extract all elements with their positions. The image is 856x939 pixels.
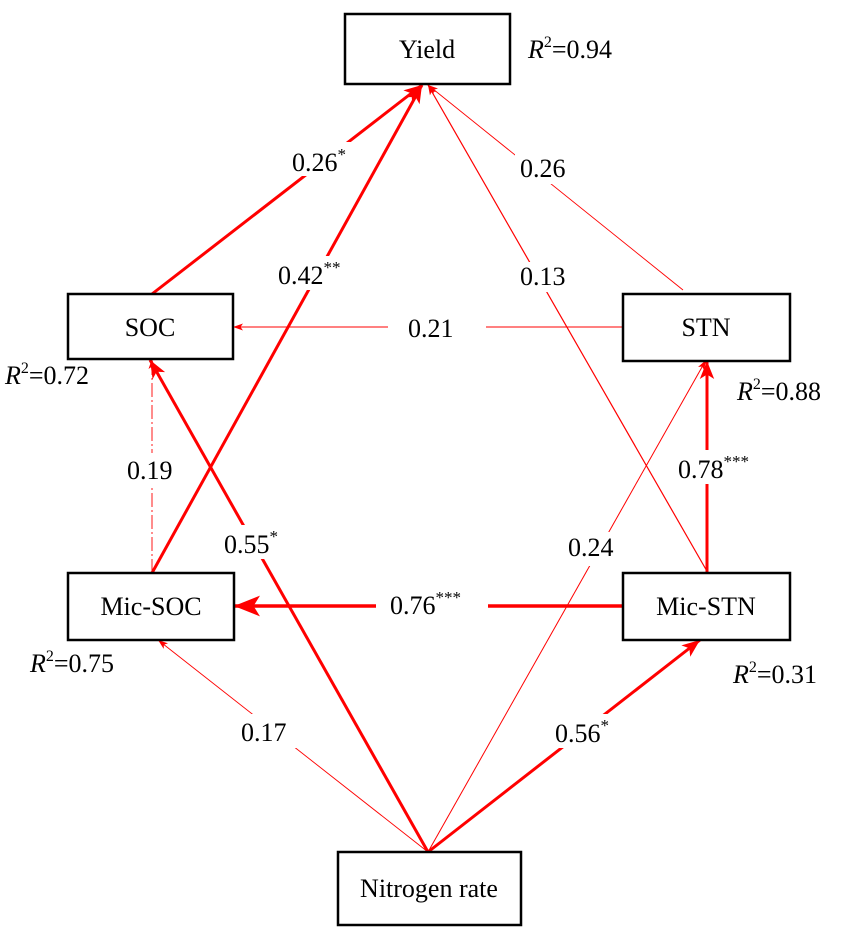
- r2-mic-soc: R2=0.75: [29, 648, 114, 678]
- node-label-nitrogen-rate: Nitrogen rate: [360, 874, 498, 903]
- arrow-micsoc-to-yield: [150, 84, 424, 574]
- coef-micsoc-soc: 0.19: [127, 456, 173, 485]
- arrow-soc-to-yield: [151, 83, 423, 296]
- node-mic-soc: Mic-SOC: [66, 571, 236, 642]
- node-mic-stn: Mic-STN: [621, 571, 792, 642]
- coef-micstn-micsoc: 0.76***: [390, 588, 461, 620]
- coef-nrate-micsoc: 0.17: [241, 718, 287, 747]
- node-label-stn: STN: [681, 313, 730, 342]
- arrow-micstn-to-yield: [427, 84, 709, 574]
- r2-mic-stn: R2=0.31: [732, 659, 817, 689]
- node-label-mic-soc: Mic-SOC: [100, 592, 201, 621]
- coef-stn-soc: 0.21: [408, 314, 454, 343]
- coef-micstn-yield: 0.13: [520, 262, 566, 291]
- coef-soc-yield: 0.26*: [292, 145, 346, 177]
- r2-stn: R2=0.88: [736, 376, 821, 406]
- node-yield: Yield: [343, 12, 512, 86]
- node-soc: SOC: [66, 292, 235, 361]
- coef-nrate-stn: 0.24: [568, 533, 614, 562]
- coef-micstn-stn: 0.78***: [678, 452, 749, 484]
- r-squared-labels: R2=0.94 R2=0.72 R2=0.88 R2=0.75 R2=0.31: [4, 34, 821, 689]
- coef-micsoc-yield: 0.42**: [278, 258, 341, 290]
- coef-stn-yield: 0.26: [520, 154, 566, 183]
- node-label-mic-stn: Mic-STN: [656, 592, 756, 621]
- coef-nrate-soc: 0.55*: [224, 527, 278, 559]
- coef-nrate-micstn: 0.56*: [555, 716, 609, 748]
- path-coefficients: 0.26* 0.42** 0.13 0.26 0.21 0.19 0.55* 0…: [121, 142, 780, 748]
- node-nitrogen-rate: Nitrogen rate: [336, 850, 523, 927]
- node-label-yield: Yield: [399, 35, 455, 64]
- node-label-soc: SOC: [125, 313, 176, 342]
- r2-soc: R2=0.72: [4, 360, 89, 390]
- node-stn: STN: [621, 292, 792, 363]
- r2-yield: R2=0.94: [527, 34, 612, 64]
- arrow-stn-to-yield: [427, 84, 684, 291]
